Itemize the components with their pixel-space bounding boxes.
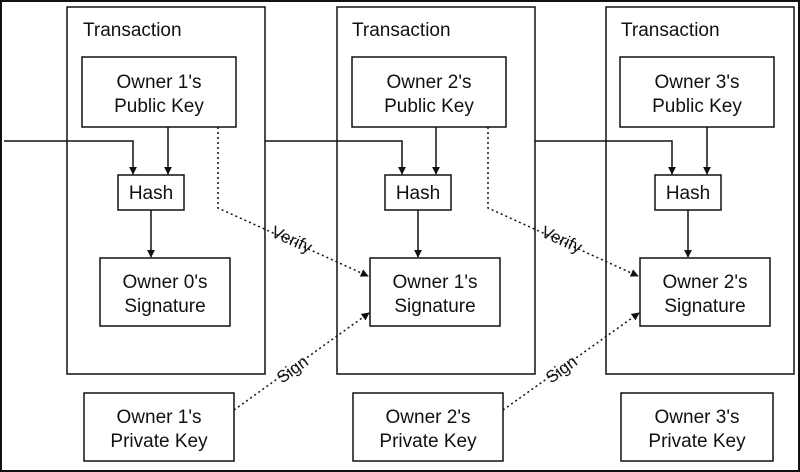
verify-arrow-1	[217, 127, 369, 277]
private-key-label-1: Private Key	[110, 431, 208, 452]
sign-label-2: Sign	[542, 352, 581, 387]
verify-label-2: Verify	[538, 222, 585, 257]
chain-arrow-into-tx-1	[4, 140, 137, 175]
transaction-title-2: Transaction	[352, 20, 451, 41]
signature-box-3: Owner 2's Signature	[639, 257, 771, 327]
public-key-label-3: Public Key	[652, 96, 742, 117]
private-key-owner-2: Owner 2's	[386, 407, 471, 428]
transaction-title-1: Transaction	[83, 20, 182, 41]
signature-label-3: Signature	[664, 296, 745, 317]
chain-arrow-into-tx-3	[535, 140, 676, 175]
chain-arrow-into-tx-2	[265, 140, 406, 175]
hash-label-2: Hash	[396, 183, 440, 204]
private-key-box-2: Owner 2's Private Key	[352, 392, 504, 462]
signature-box-2: Owner 1's Signature	[369, 257, 501, 327]
signature-box-1: Owner 0's Signature	[99, 257, 231, 327]
hash-label-1: Hash	[129, 183, 173, 204]
private-key-label-2: Private Key	[379, 431, 477, 452]
hash-box-1: Hash	[117, 174, 185, 211]
signature-label-1: Signature	[124, 296, 205, 317]
hash-label-3: Hash	[666, 183, 710, 204]
public-key-box-1: Owner 1's Public Key	[81, 56, 237, 128]
transaction-box-2	[336, 6, 536, 375]
public-key-owner-1: Owner 1's	[117, 72, 202, 93]
private-key-owner-3: Owner 3's	[655, 407, 740, 428]
signature-owner-2: Owner 1's	[393, 272, 478, 293]
hash-box-2: Hash	[384, 174, 452, 211]
public-key-box-3: Owner 3's Public Key	[619, 56, 775, 128]
public-key-label-2: Public Key	[384, 96, 474, 117]
sign-label-1: Sign	[273, 352, 312, 387]
verify-arrow-2	[487, 127, 639, 277]
public-key-owner-2: Owner 2's	[387, 72, 472, 93]
signature-owner-3: Owner 2's	[663, 272, 748, 293]
transaction-box-3	[605, 6, 795, 375]
private-key-label-3: Private Key	[648, 431, 746, 452]
public-key-label-1: Public Key	[114, 96, 204, 117]
signature-label-2: Signature	[394, 296, 475, 317]
signature-owner-1: Owner 0's	[123, 272, 208, 293]
transaction-title-3: Transaction	[621, 20, 720, 41]
hash-box-3: Hash	[654, 174, 722, 211]
private-key-owner-1: Owner 1's	[117, 407, 202, 428]
private-key-box-3: Owner 3's Private Key	[620, 392, 774, 462]
public-key-owner-3: Owner 3's	[655, 72, 740, 93]
private-key-box-1: Owner 1's Private Key	[83, 392, 235, 462]
transaction-box-1	[66, 6, 266, 375]
verify-label-1: Verify	[268, 222, 315, 257]
public-key-box-2: Owner 2's Public Key	[351, 56, 507, 128]
